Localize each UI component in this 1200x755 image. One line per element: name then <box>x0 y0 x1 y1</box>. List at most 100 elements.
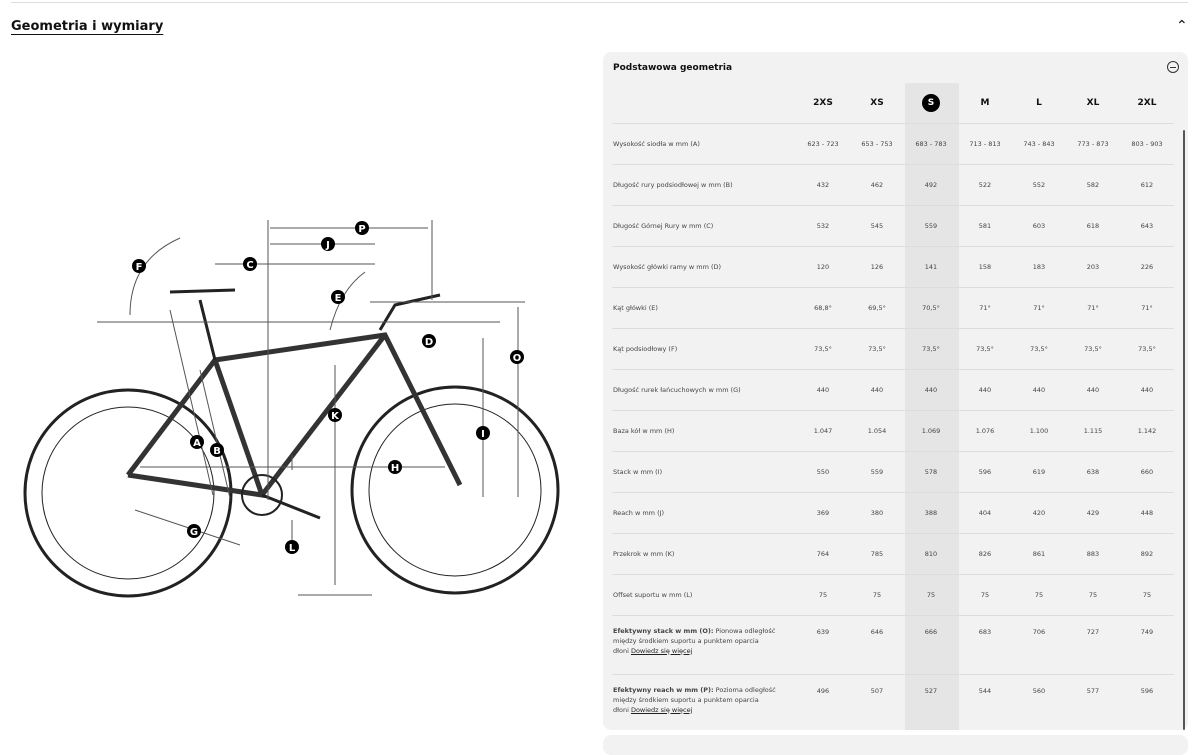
cell-value: 71° <box>1012 287 1066 329</box>
size-s[interactable]: S <box>904 83 958 124</box>
cell-value: 69,5° <box>850 287 904 329</box>
cell-value: 73,5° <box>850 328 904 370</box>
row-label: Długość rury podsiodłowej w mm (B) <box>612 164 796 206</box>
marker-P: P <box>355 221 369 235</box>
svg-text:I: I <box>481 429 485 440</box>
cell-value: 764 <box>796 533 850 575</box>
learn-more-link[interactable]: Dowiedz się więcej <box>630 705 693 714</box>
geometry-panel: Podstawowa geometria 2XS XS S M L XL 2XL… <box>603 52 1188 730</box>
cell-value: 861 <box>1012 533 1066 575</box>
svg-text:A: A <box>193 438 201 449</box>
row-label: Kąt główki (E) <box>612 287 796 329</box>
cell-value: 75 <box>1012 574 1066 616</box>
cell-value: 660 <box>1120 451 1174 493</box>
size-xs[interactable]: XS <box>850 83 904 124</box>
cell-value: 75 <box>850 574 904 616</box>
marker-H: H <box>388 460 402 474</box>
cell-value: 552 <box>1012 164 1066 206</box>
chevron-up-icon[interactable]: ⌃ <box>1176 18 1188 34</box>
scrollbar[interactable] <box>1183 130 1185 730</box>
cell-value: 618 <box>1066 205 1120 247</box>
cell-value: 743 - 843 <box>1012 123 1066 165</box>
cell-value: 810 <box>904 533 958 575</box>
size-m[interactable]: M <box>958 83 1012 124</box>
marker-B: B <box>210 443 224 457</box>
cell-value: 70,5° <box>904 287 958 329</box>
cell-value: 1.047 <box>796 410 850 452</box>
marker-J: J <box>321 237 335 251</box>
cell-value: 440 <box>1066 369 1120 411</box>
cell-value: 73,5° <box>1066 328 1120 370</box>
cell-value: 785 <box>850 533 904 575</box>
cell-value: 883 <box>1066 533 1120 575</box>
cell-value: 75 <box>796 574 850 616</box>
row-label: Efektywny reach w mm (P): Pozioma odległ… <box>612 674 796 730</box>
cell-value: 596 <box>958 451 1012 493</box>
cell-value: 73,5° <box>1120 328 1174 370</box>
cell-value: 440 <box>958 369 1012 411</box>
cell-value: 440 <box>850 369 904 411</box>
divider <box>11 2 1188 3</box>
marker-C: C <box>243 257 257 271</box>
cell-value: 448 <box>1120 492 1174 534</box>
row-label: Długość rurek łańcuchowych w mm (G) <box>612 369 796 411</box>
cell-value: 73,5° <box>796 328 850 370</box>
row-label: Stack w mm (I) <box>612 451 796 493</box>
marker-O: O <box>510 350 524 364</box>
cell-value: 713 - 813 <box>958 123 1012 165</box>
selected-size-badge[interactable]: S <box>922 93 940 112</box>
svg-text:D: D <box>425 337 433 348</box>
section-title[interactable]: Geometria i wymiary <box>11 19 164 34</box>
row-label: Offset suportu w mm (L) <box>612 574 796 616</box>
cell-value: 532 <box>796 205 850 247</box>
row-label: Wysokość główki ramy w mm (D) <box>612 246 796 288</box>
svg-text:B: B <box>213 446 221 457</box>
cell-value: 527 <box>904 674 958 730</box>
cell-value: 578 <box>904 451 958 493</box>
cell-value: 420 <box>1012 492 1066 534</box>
cell-value: 73,5° <box>1012 328 1066 370</box>
cell-value: 462 <box>850 164 904 206</box>
cell-value: 369 <box>796 492 850 534</box>
cell-value: 826 <box>958 533 1012 575</box>
cell-value: 683 <box>958 615 1012 675</box>
cell-value: 440 <box>796 369 850 411</box>
cell-value: 612 <box>1120 164 1174 206</box>
cell-value: 773 - 873 <box>1066 123 1120 165</box>
cell-value: 683 - 783 <box>904 123 958 165</box>
cell-value: 1.100 <box>1012 410 1066 452</box>
cell-value: 1.076 <box>958 410 1012 452</box>
cell-value: 440 <box>904 369 958 411</box>
cell-value: 404 <box>958 492 1012 534</box>
cell-value: 560 <box>1012 674 1066 730</box>
bike-geometry-diagram: A B C D E F G H I J K L O P <box>23 220 560 598</box>
cell-value: 440 <box>1120 369 1174 411</box>
table-row: Kąt główki (E)68,8°69,5°70,5°71°71°71°71… <box>612 287 1174 329</box>
marker-F: F <box>132 259 146 273</box>
cell-value: 71° <box>1066 287 1120 329</box>
row-label-bold: Efektywny reach w mm (P): <box>613 685 714 694</box>
size-l[interactable]: L <box>1012 83 1066 124</box>
size-xl[interactable]: XL <box>1066 83 1120 124</box>
cell-value: 75 <box>1120 574 1174 616</box>
marker-L: L <box>285 540 299 554</box>
size-2xs[interactable]: 2XS <box>796 83 850 124</box>
cell-value: 727 <box>1066 615 1120 675</box>
table-row: Efektywny stack w mm (O): Pionowa odległ… <box>612 615 1174 675</box>
cell-value: 141 <box>904 246 958 288</box>
cell-value: 892 <box>1120 533 1174 575</box>
svg-text:L: L <box>289 543 296 554</box>
row-description: Pionowa odległość między środkiem suport… <box>613 626 776 655</box>
svg-text:F: F <box>136 262 143 273</box>
minus-circle-icon[interactable] <box>1167 61 1179 73</box>
cell-value: 646 <box>850 615 904 675</box>
size-2xl[interactable]: 2XL <box>1120 83 1174 124</box>
cell-value: 73,5° <box>904 328 958 370</box>
cell-value: 803 - 903 <box>1120 123 1174 165</box>
learn-more-link[interactable]: Dowiedz się więcej <box>630 646 693 655</box>
